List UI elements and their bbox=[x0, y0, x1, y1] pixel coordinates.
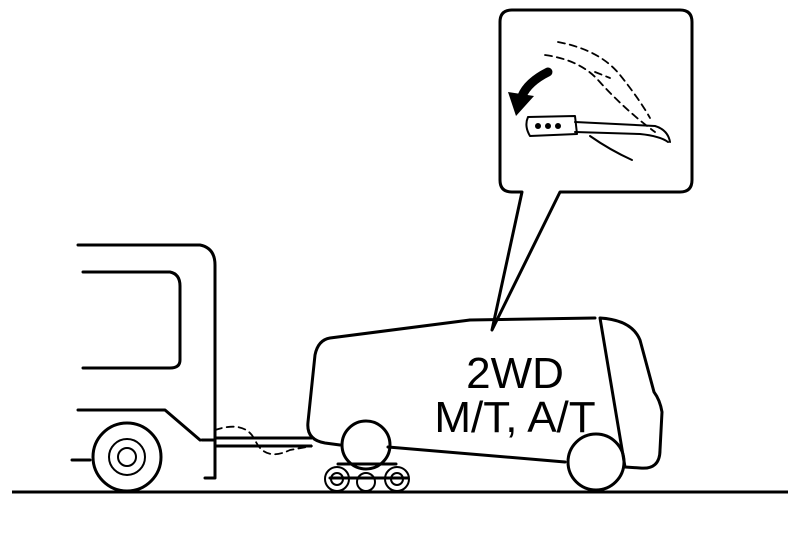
transmission-label: M/T, A/T bbox=[434, 393, 596, 442]
towed-car bbox=[306, 316, 664, 492]
parking-brake-lever-icon bbox=[508, 41, 671, 161]
truck-wheel bbox=[91, 421, 163, 493]
tow-bar bbox=[214, 425, 313, 456]
callout-bubble bbox=[490, 8, 694, 332]
front-wheel-on-dolly bbox=[340, 419, 392, 471]
down-arrow-icon bbox=[508, 67, 553, 116]
rear-wheel bbox=[566, 432, 626, 492]
tow-dolly-icon bbox=[324, 462, 410, 492]
tow-truck bbox=[70, 243, 217, 493]
drive-type-label: 2WD bbox=[466, 349, 564, 398]
